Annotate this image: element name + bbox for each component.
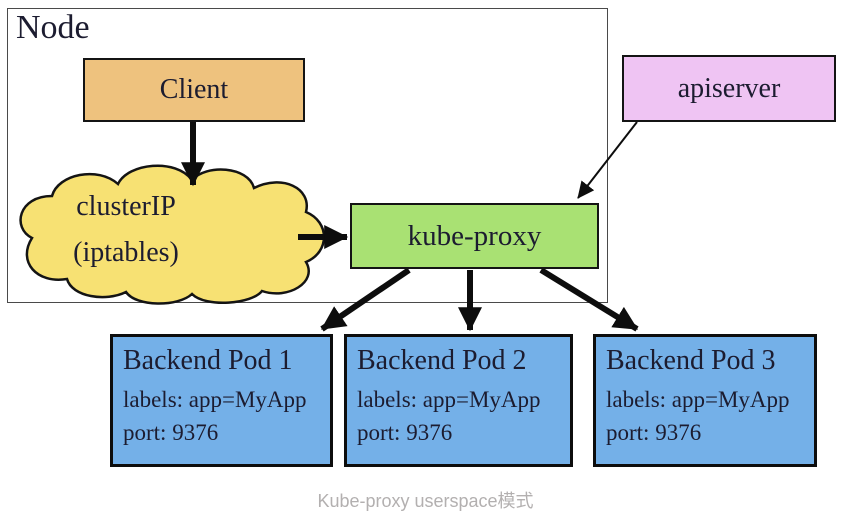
node-label: Node xyxy=(16,9,90,46)
backend-pod-3-node: Backend Pod 3 labels: app=MyApp port: 93… xyxy=(593,334,817,467)
pod-port: port: 9376 xyxy=(606,420,702,445)
figure-caption: Kube-proxy userspace模式 xyxy=(317,491,534,511)
pod-port: port: 9376 xyxy=(357,420,453,445)
client-node: Client xyxy=(83,58,305,122)
pod-title: Backend Pod 3 xyxy=(606,345,776,376)
cluster-ip-cloud-text: clusterIP (iptables) xyxy=(40,184,212,276)
pod-labels: labels: app=MyApp xyxy=(123,387,307,412)
apiserver-label: apiserver xyxy=(677,72,781,104)
pod-labels: labels: app=MyApp xyxy=(357,387,541,412)
kube-proxy-node: kube-proxy xyxy=(350,203,599,269)
pod-title: Backend Pod 2 xyxy=(357,345,527,376)
pod-title: Backend Pod 1 xyxy=(123,345,293,376)
client-label: Client xyxy=(159,74,229,105)
kube-proxy-label: kube-proxy xyxy=(407,219,542,252)
iptables-line: (iptables) xyxy=(73,237,179,268)
pod-port: port: 9376 xyxy=(123,420,219,445)
cluster-ip-line: clusterIP xyxy=(76,191,176,222)
backend-pod-1-node: Backend Pod 1 labels: app=MyApp port: 93… xyxy=(110,334,333,467)
backend-pod-2-node: Backend Pod 2 labels: app=MyApp port: 93… xyxy=(344,334,573,467)
apiserver-node: apiserver xyxy=(622,55,836,122)
pod-labels: labels: app=MyApp xyxy=(606,387,790,412)
